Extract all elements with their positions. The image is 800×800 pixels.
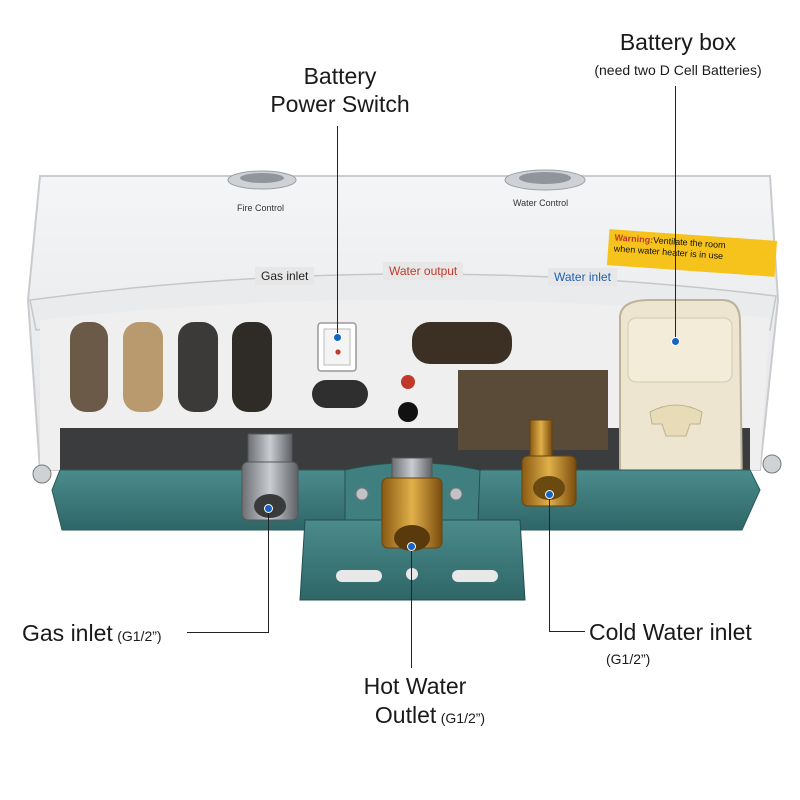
cold-water-title: Cold Water inlet (589, 619, 752, 645)
hot-water-line1: Hot Water (363, 673, 467, 699)
gas-inlet-marker (264, 504, 273, 513)
hot-water-marker (407, 542, 416, 551)
water-inlet-tag: Water inlet (548, 268, 617, 286)
hot-water-outlet-fitting (381, 457, 443, 551)
power-switch-line2: Power Switch (270, 91, 410, 117)
water-control-label: Water Control (513, 198, 569, 208)
vent-slots (70, 322, 272, 412)
fire-control-knob (227, 170, 297, 190)
panel-openings (312, 322, 608, 450)
gas-inlet-spec: (G1/2”) (117, 628, 162, 644)
gas-inlet-title: Gas inlet (22, 620, 113, 646)
water-control-knob (504, 169, 586, 191)
hot-water-line2-wrap: Outlet (G1/2”) (340, 701, 520, 729)
cold-water-leader-v (549, 494, 550, 632)
water-output-tag: Water output (383, 262, 464, 280)
cold-water-marker (545, 490, 554, 499)
battery-box-marker (671, 337, 680, 346)
warning-sticker (606, 229, 778, 277)
battery-box-title: Battery box (619, 29, 737, 55)
gas-inlet-leader-v (268, 508, 269, 633)
gas-inlet-fitting (241, 433, 299, 521)
power-switch-line1: Battery (303, 63, 377, 89)
cold-water-spec: (G1/2”) (606, 651, 651, 667)
gas-inlet-leader-h (187, 632, 269, 633)
fire-control-label: Fire Control (237, 203, 285, 213)
hot-water-leader (411, 546, 412, 668)
power-switch-marker (333, 333, 342, 342)
battery-box-leader (675, 86, 676, 340)
cold-water-inlet-fitting (521, 419, 577, 507)
battery-box-note: (need two D Cell Batteries) (594, 62, 762, 78)
power-switch-leader (337, 126, 338, 336)
gas-inlet-callout: Gas inlet (G1/2”) (22, 619, 162, 647)
gas-inlet-tag: Gas inlet (255, 267, 315, 285)
hot-water-spec: (G1/2”) (440, 710, 486, 726)
cold-water-leader-h (549, 631, 585, 632)
battery-box (619, 299, 744, 513)
hot-water-line2: Outlet (374, 702, 437, 728)
